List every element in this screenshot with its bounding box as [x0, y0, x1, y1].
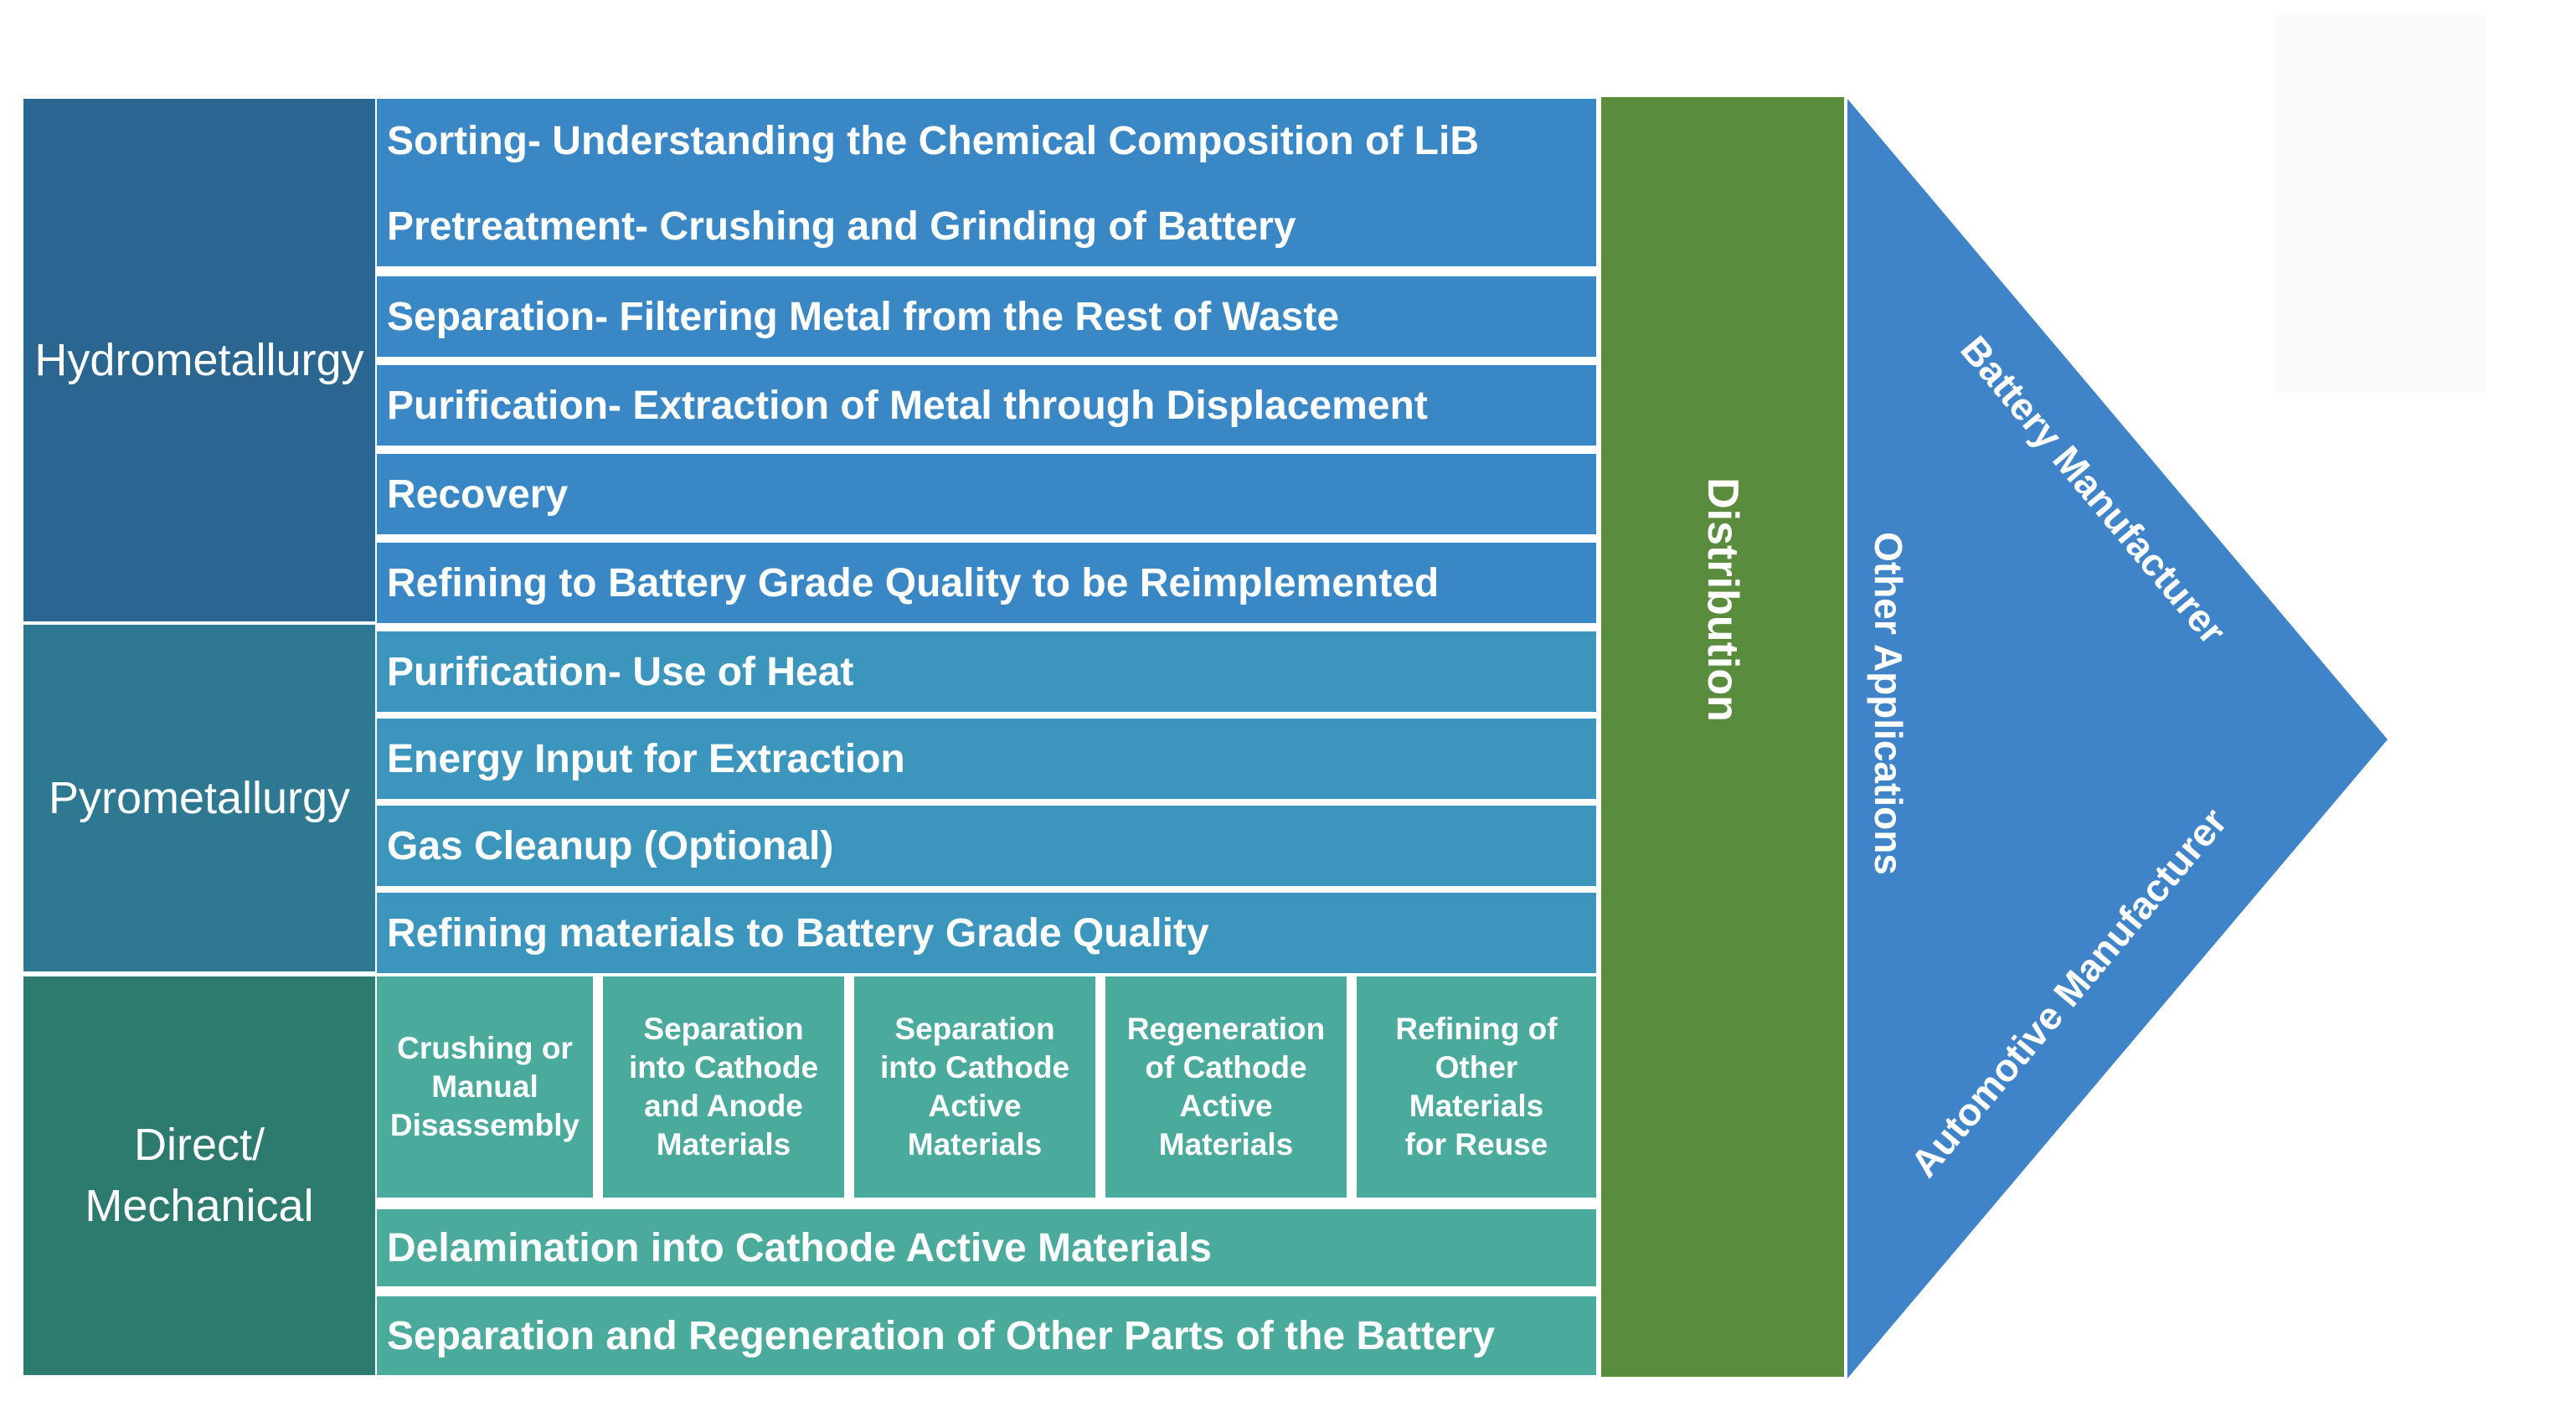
direct-substep-regeneration: Regeneration of Cathode Active Materials [1105, 976, 1347, 1198]
category-hydrometallurgy: Hydrometallurgy [23, 99, 375, 621]
output-arrow [1847, 99, 2388, 1378]
distribution-column: Distribution [1601, 97, 1844, 1377]
category-pyrometallurgy: Pyrometallurgy [23, 625, 375, 971]
direct-step-separation-regeneration: Separation and Regeneration of Other Par… [377, 1296, 1596, 1375]
hydro-step-separation: Separation- Filtering Metal from the Res… [377, 276, 1596, 357]
pyro-step-refining: Refining materials to Battery Grade Qual… [377, 893, 1596, 973]
pyro-step-purification: Purification- Use of Heat [377, 631, 1596, 712]
pyro-step-gas-cleanup: Gas Cleanup (Optional) [377, 806, 1596, 886]
pyro-step-energy: Energy Input for Extraction [377, 719, 1596, 799]
distribution-label: Distribution [1698, 477, 1747, 722]
hydro-step-sorting: Sorting- Understanding the Chemical Comp… [387, 118, 1479, 163]
category-direct-mechanical: Direct/ Mechanical [23, 976, 375, 1375]
hydro-step-refining: Refining to Battery Grade Quality to be … [377, 543, 1596, 623]
hydro-step-pretreatment: Pretreatment- Crushing and Grinding of B… [387, 204, 1296, 249]
hydro-step-purification: Purification- Extraction of Metal throug… [377, 365, 1596, 446]
output-other-applications: Other Applications [1867, 532, 1910, 875]
direct-substep-separation-cathode-anode: Separation into Cathode and Anode Materi… [603, 976, 844, 1198]
hydro-top-block [377, 99, 1596, 266]
direct-substep-separation-cathode-active: Separation into Cathode Active Materials [854, 976, 1095, 1198]
direct-substep-crushing: Crushing or Manual Disassembly [377, 976, 593, 1198]
hydro-step-recovery: Recovery [377, 454, 1596, 534]
direct-step-delamination: Delamination into Cathode Active Materia… [377, 1209, 1596, 1286]
placeholder-box [2276, 15, 2486, 392]
direct-substep-refining-other: Refining of Other Materials for Reuse [1357, 976, 1596, 1198]
output-arrow-shape [1847, 99, 2388, 1378]
